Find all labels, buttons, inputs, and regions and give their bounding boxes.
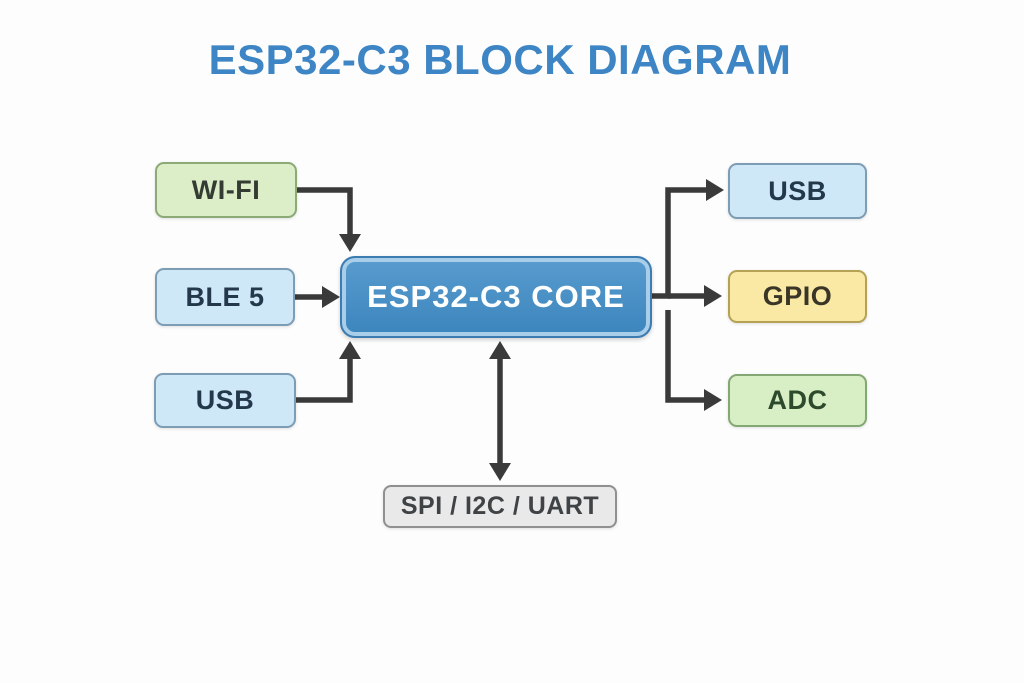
block-adc-label: ADC — [767, 385, 828, 415]
diagram-title: ESP32-C3 BLOCK DIAGRAM — [208, 36, 792, 83]
block-wifi: WI-FI — [155, 162, 297, 218]
block-usb-left-label: USB — [195, 385, 255, 415]
edge-core-to-periph — [489, 341, 511, 481]
edge-core-to-gpio — [668, 285, 722, 307]
block-ble5-label: BLE 5 — [185, 281, 265, 312]
block-usb-right: USB — [728, 163, 867, 219]
block-ble5: BLE 5 — [155, 268, 295, 326]
block-spi-i2c-uart-label: SPI / I2C / UART — [400, 492, 600, 520]
edge-wifi-to-core — [297, 187, 361, 252]
block-wifi-label: WI-FI — [191, 174, 261, 205]
block-esp32c3-core-label: ESP32-C3 CORE — [367, 279, 625, 314]
block-usb-left: USB — [154, 373, 296, 428]
edge-core-to-adc — [665, 310, 722, 411]
block-usb-right-label: USB — [768, 175, 827, 206]
block-spi-i2c-uart: SPI / I2C / UART — [383, 485, 617, 528]
edge-usb-left-to-core — [296, 341, 361, 403]
edge-core-to-usb-right — [652, 179, 724, 299]
block-adc: ADC — [728, 374, 867, 427]
block-gpio-label: GPIO — [762, 281, 833, 311]
edge-ble-to-core — [295, 286, 340, 308]
block-esp32c3-core: ESP32-C3 CORE — [340, 256, 652, 338]
block-gpio: GPIO — [728, 270, 867, 323]
